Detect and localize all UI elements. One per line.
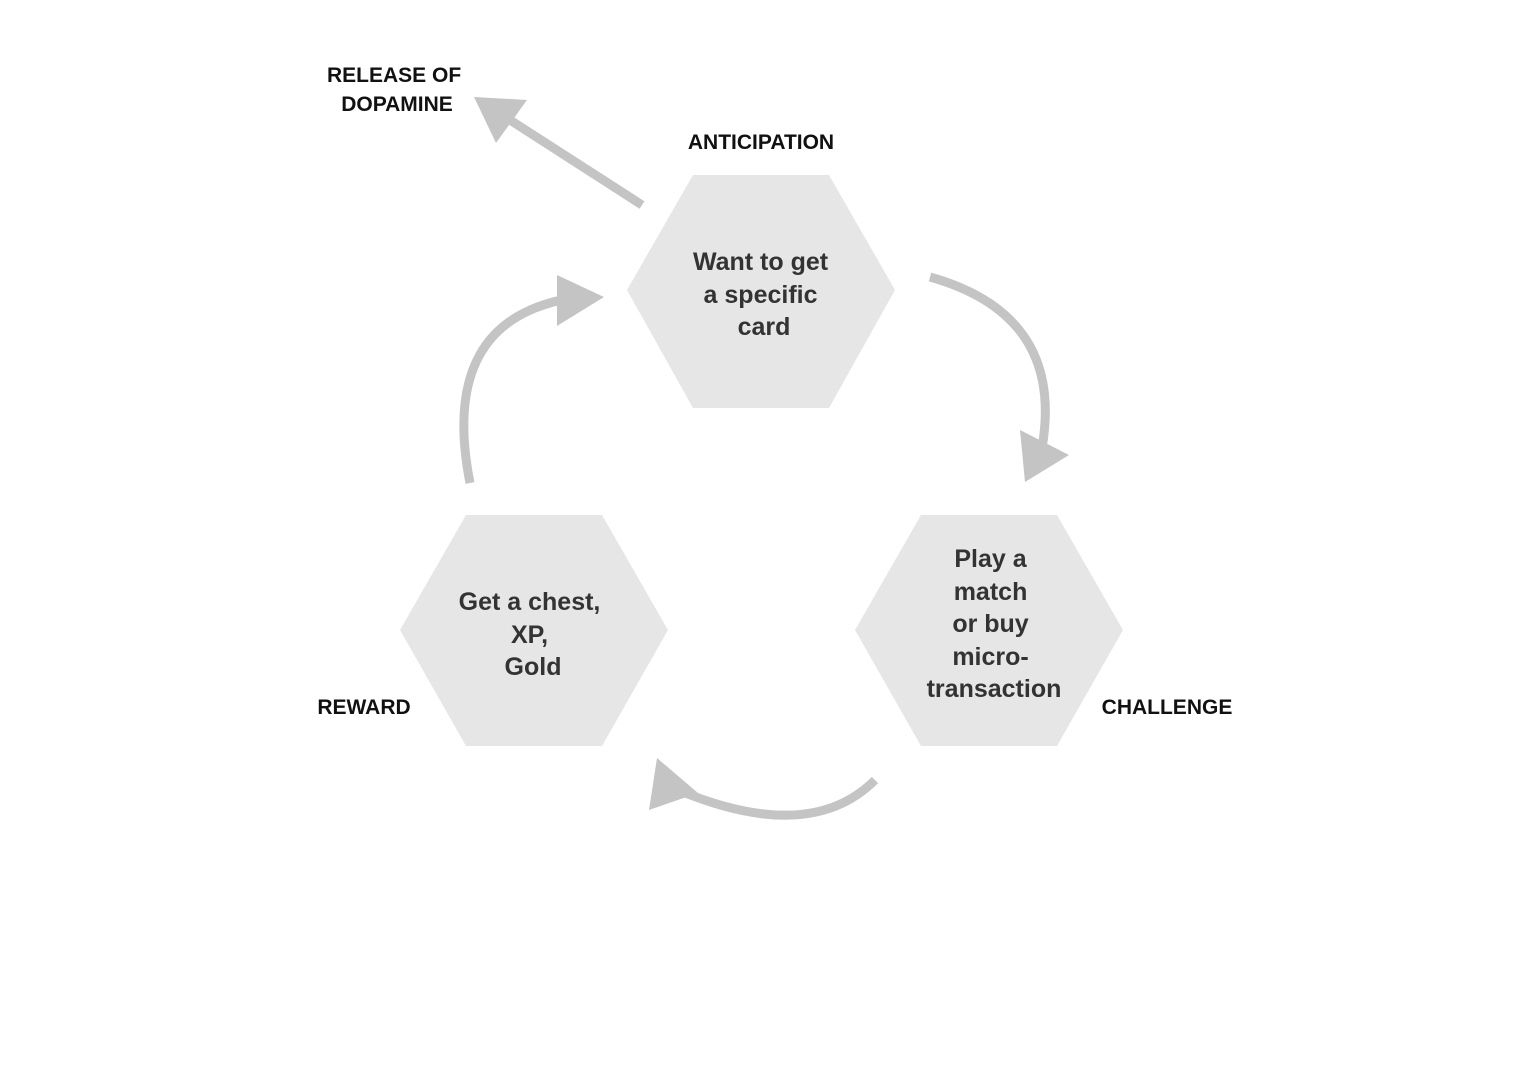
- release-label-line-2: DOPAMINE: [341, 93, 453, 116]
- hexagon-challenge: [855, 515, 1123, 746]
- arrowheads: [474, 97, 1069, 810]
- reward-text-line-2: XP,: [511, 621, 548, 649]
- anticipation-text-line-2: a specific: [704, 281, 818, 309]
- reward-text-line-3: Gold: [505, 653, 562, 681]
- challenge-text: Play a match or buy micro- transaction: [927, 545, 1062, 703]
- anticipation-label: ANTICIPATION: [688, 131, 834, 154]
- arrow-reward-to-anticipation: [459, 293, 573, 484]
- anticipation-text: Want to get a specific card: [693, 248, 835, 341]
- challenge-text-line-1: Play a: [954, 545, 1027, 573]
- reward-text: Get a chest, XP, Gold: [459, 588, 608, 681]
- challenge-text-line-4: micro-: [952, 643, 1028, 671]
- challenge-text-line-3: or buy: [952, 610, 1028, 638]
- arrowhead-reward: [649, 758, 698, 810]
- challenge-label: CHALLENGE: [1102, 696, 1233, 719]
- release-of-dopamine-label: RELEASE OF DOPAMINE: [327, 64, 467, 116]
- arrow-challenge-to-reward: [676, 776, 879, 820]
- arrows: [459, 116, 1050, 820]
- release-arrowhead: [474, 97, 527, 143]
- reward-text-line-1: Get a chest,: [459, 588, 601, 616]
- hexagon-anticipation: [627, 175, 895, 408]
- reward-label: REWARD: [317, 696, 410, 719]
- release-arrow-shaft: [507, 116, 645, 209]
- arrow-anticipation-to-challenge: [928, 272, 1050, 449]
- arrowhead-anticipation: [557, 275, 604, 326]
- hexagon-reward: [400, 515, 668, 746]
- arrowhead-challenge: [1020, 430, 1069, 482]
- release-label-line-1: RELEASE OF: [327, 64, 461, 87]
- challenge-text-line-2: match: [954, 578, 1028, 606]
- challenge-text-line-5: transaction: [927, 675, 1062, 703]
- anticipation-text-line-3: card: [738, 313, 791, 341]
- anticipation-text-line-1: Want to get: [693, 248, 829, 276]
